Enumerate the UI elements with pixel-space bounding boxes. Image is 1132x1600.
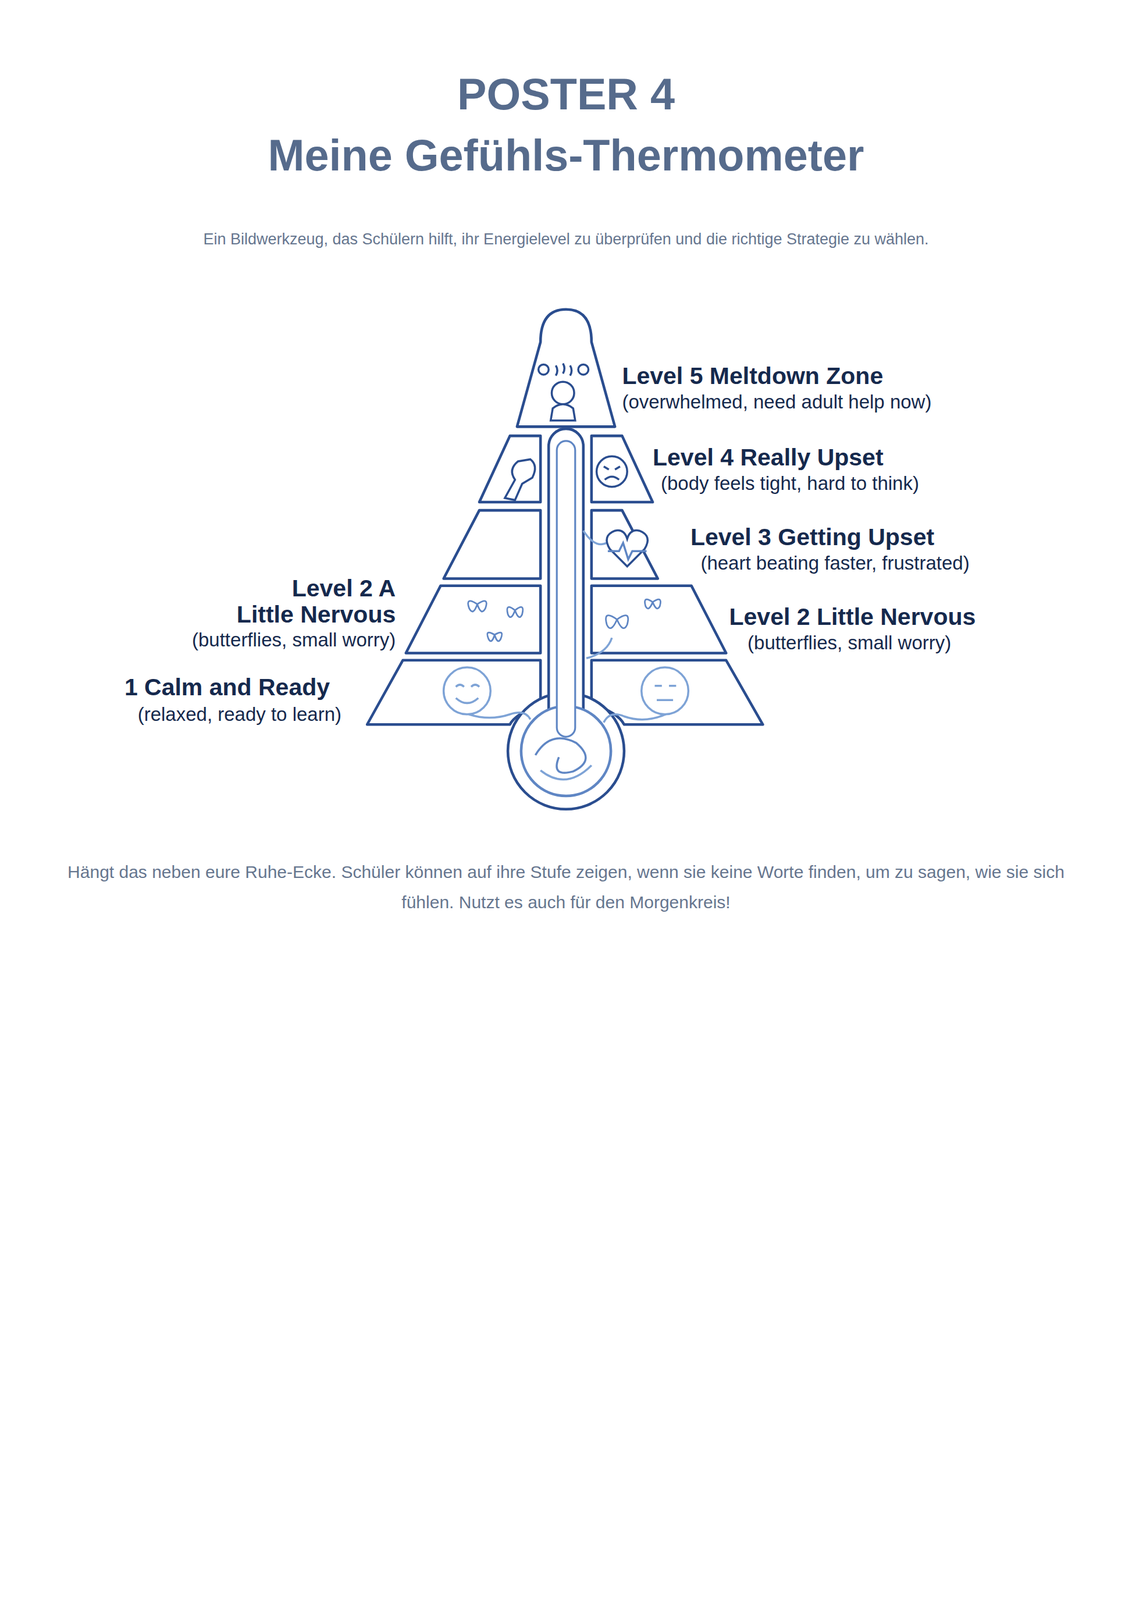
poster-number: POSTER 4 [0, 69, 1132, 120]
level-heading: Level 3 Getting Upset [690, 524, 935, 551]
illustration-stroke [586, 637, 612, 658]
level-heading: Level 4 Really Upset [652, 444, 884, 471]
illustration-stroke [550, 404, 576, 421]
illustration-stroke [606, 615, 629, 629]
illustration-stroke [468, 600, 487, 612]
poster-title: Meine Gefühls-Thermometer [0, 130, 1132, 181]
illustration-stroke [655, 685, 677, 701]
illustration-stroke [591, 435, 653, 503]
subtitle: Ein Bildwerkzeug, das Schülern hilft, ih… [0, 230, 1132, 249]
level-description: (relaxed, ready to learn) [137, 703, 342, 725]
level-description: (butterflies, small worry) [747, 632, 952, 654]
level-description: (heart beating faster, frustrated) [700, 552, 970, 574]
illustration-stroke [487, 632, 503, 642]
illustration-stroke [504, 458, 536, 500]
illustration-stroke [479, 435, 541, 503]
illustration-stroke [468, 599, 661, 642]
illustration-stroke [645, 599, 661, 609]
illustration-stroke [538, 364, 550, 375]
illustration-stroke [603, 466, 621, 480]
level-description: (body feels tight, hard to think) [660, 472, 920, 494]
illustration-stroke [555, 363, 572, 376]
illustration-stroke [551, 381, 575, 405]
illustration-stroke [556, 440, 576, 737]
level-description: (overwhelmed, need adult help now) [621, 391, 932, 413]
level-description: (butterflies, small worry) [191, 629, 396, 651]
illustration-stroke [641, 667, 689, 715]
level-heading: Level 2 A Little Nervous [231, 575, 396, 628]
illustration-stroke [583, 530, 611, 544]
illustration-stroke [596, 456, 628, 487]
illustration-stroke [367, 660, 541, 725]
illustration-stroke [607, 542, 647, 560]
level-heading: Level 2 Little Nervous [729, 603, 977, 630]
illustration-stroke [591, 585, 726, 654]
illustration-stroke [443, 667, 491, 715]
illustration-stroke [606, 530, 648, 567]
illustration-stroke [535, 738, 586, 773]
illustration-stroke [456, 684, 480, 704]
icons [443, 363, 689, 715]
illustration-stroke [517, 309, 615, 427]
illustration-stroke [591, 660, 764, 725]
level-heading: Level 5 Meltdown Zone [621, 362, 884, 390]
illustration-stroke [578, 364, 589, 375]
level-heading: 1 Calm and Ready [124, 674, 330, 701]
illustration-stroke [443, 667, 689, 715]
illustration-stroke [507, 606, 523, 617]
illustration-stroke [406, 585, 541, 654]
illustration-stroke [443, 510, 541, 579]
caption-note: Hängt das neben eure Ruhe-Ecke. Schüler … [65, 856, 1067, 918]
illustration-stroke [540, 764, 592, 779]
